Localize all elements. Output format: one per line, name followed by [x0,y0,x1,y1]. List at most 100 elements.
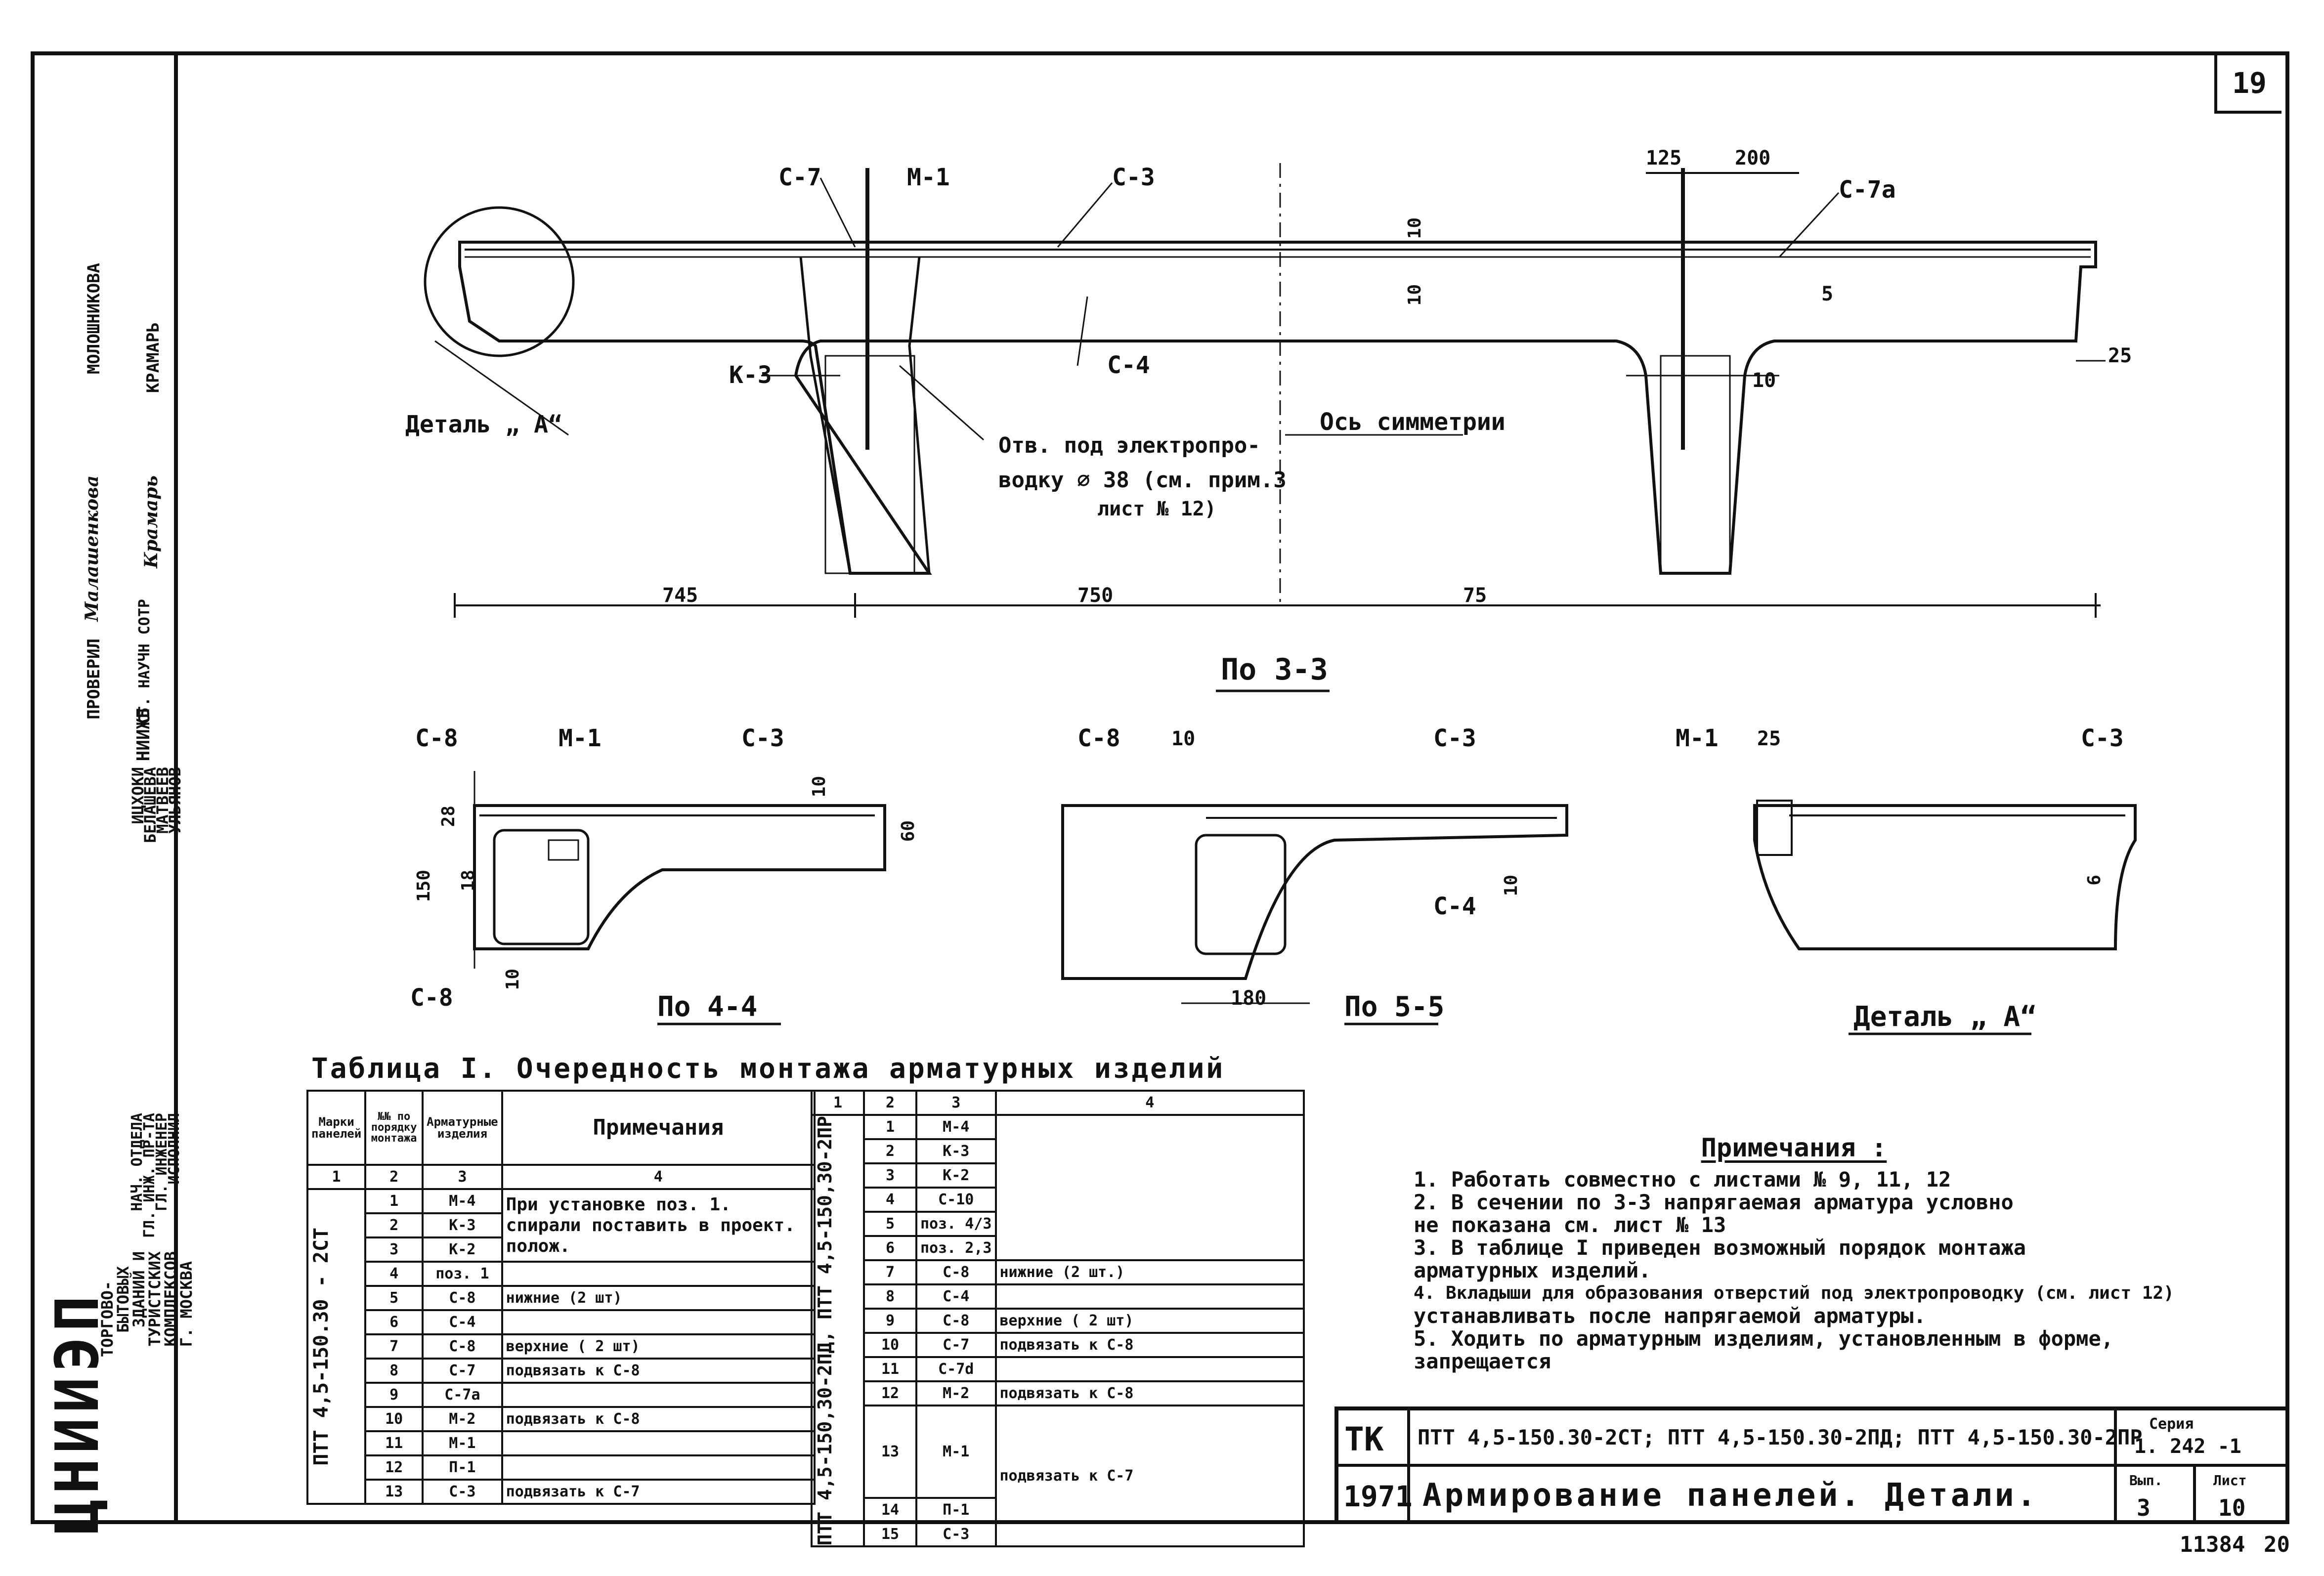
table-2-index-row: 1 2 3 4 [811,1090,1305,1116]
dim-25: 25 [2108,344,2132,367]
th-notes: Примечания [501,1090,816,1166]
note-item: 1. Работать совместно с листами № 9, 11,… [1414,1167,1951,1192]
dim-10-55a: 10 [1171,727,1196,750]
stamp-marks: ПТТ 4,5-150.30-2СТ; ПТТ 4,5-150.30-2ПД; … [1418,1425,2143,1449]
stamp-series: 1. 242 -1 [2134,1435,2241,1458]
general-notes: Примечания : 1. Работать совместно с лис… [1414,1133,2174,1373]
detail-a-outline [1753,800,2137,950]
section-3-3-title: По 3-3 [1221,652,1328,687]
section-5-5-title: По 5-5 [1344,991,1445,1023]
stamp-issue-label: Вып. [2129,1472,2163,1489]
note-item: арматурных изделий. [1414,1258,1651,1282]
label-c7: С-7 [778,164,821,191]
section-5-5-outline [1061,804,1568,1004]
label-hole-3: лист № 12) [1097,498,1216,520]
label-hole-2: водку ⌀ 38 (см. прим.3 [998,468,1287,493]
table-1-header: Марки панелей №№ по порядку монтажа Арма… [306,1090,816,1166]
sidebar-stamp-column: ЦНИИЭП ТОРГОВО- БЫТОВЫХ ЗДАНИЙ И ТУРИСТС… [31,51,196,1534]
note-item: 2. В сечении по 3-3 напрягаемая арматура… [1414,1190,2014,1214]
stamp-sheet: 10 [2218,1494,2246,1521]
stamp-series-label: Серия [2149,1415,2194,1433]
label-c8-55: С-8 [1077,724,1120,752]
label-c3: С-3 [1112,164,1155,191]
label-c3-55: С-3 [1433,724,1476,752]
dim-5: 5 [1821,283,1834,305]
dim-10-44a: 10 [503,969,523,990]
idx-4: 4 [501,1164,816,1190]
section-4-4-outline [473,771,886,969]
dim-200: 200 [1735,147,1771,170]
archive-code: 11384 [2180,1532,2245,1557]
panel-mark: ПТТ 4,5-150.30 - 2СТ [306,1188,367,1505]
label-axis: Ось симметрии [1320,408,1506,436]
note-item: устанавливать после напрягаемой арматуры… [1414,1304,1926,1328]
dim-60: 60 [898,820,918,842]
dim-10-c: 10 [1752,369,1776,392]
idx-3: 3 [422,1164,503,1190]
label-c4-55: С-4 [1433,893,1476,920]
label-m1-44: М-1 [559,724,602,752]
note-install: При установке поз. 1. спирали поставить … [501,1188,816,1263]
dim-75: 75 [1463,584,1487,607]
label-m1-detail: М-1 [1676,724,1719,752]
th-items: Арматурные изделия [422,1090,503,1166]
label-c8-top: С-8 [415,724,458,752]
notes-title: Примечания : [1701,1133,1887,1163]
dim-10-44b: 10 [809,776,829,798]
section-3-3-outline [424,163,2106,618]
th-order: №№ по порядку монтажа [364,1090,424,1166]
label-detail-a: Деталь „ А“ [405,411,562,438]
section-4-4-title: По 4-4 [657,991,758,1023]
table-1-title: Таблица I. Очередность монтажа арматурны… [311,1053,1225,1085]
stamp-tk: ТК [1344,1420,1384,1458]
dim-745: 745 [662,584,698,607]
note-item: 5. Ходить по арматурным изделиям, устано… [1414,1326,2114,1351]
dim-180: 180 [1231,987,1267,1010]
dim-6-detail: 6 [2084,875,2105,886]
label-k3: К-3 [729,361,772,389]
note-item: 4. Вкладыши для образования отверстий по… [1414,1283,2174,1303]
stamp-sheet-label: Лист [2213,1472,2247,1489]
table-2: 1 2 3 4 ПТТ 4,5-150,30-2ПД, ПТТ 4,5-150,… [811,1090,1305,1548]
idx-1: 1 [306,1164,367,1190]
label-hole-1: Отв. под электропро- [998,433,1260,458]
table-1: Марки панелей №№ по порядку монтажа Арма… [306,1090,816,1505]
sheet-number: 19 [2214,55,2281,114]
label-c3-44: С-3 [741,724,784,752]
stamp-year: 1971 [1343,1480,1413,1513]
label-c4: С-4 [1107,351,1150,379]
dim-10-b: 10 [1405,284,1425,306]
dim-28: 28 [438,806,459,827]
stamp-title: Армирование панелей. Детали. [1422,1477,2039,1514]
note-item: не показана см. лист № 13 [1414,1213,1726,1237]
idx-2: 2 [364,1164,424,1190]
note-item: запрещается [1414,1349,1551,1373]
dim-10-a: 10 [1405,217,1425,239]
note-item: 3. В таблице I приведен возможный порядо… [1414,1235,2026,1260]
table-row: ПТТ 4,5-150,30-2ПД, ПТТ 4,5-150,30-2ПР 1… [811,1113,1305,1548]
label-c3-detail: С-3 [2081,724,2124,752]
stamp-issue: 3 [2137,1494,2151,1521]
